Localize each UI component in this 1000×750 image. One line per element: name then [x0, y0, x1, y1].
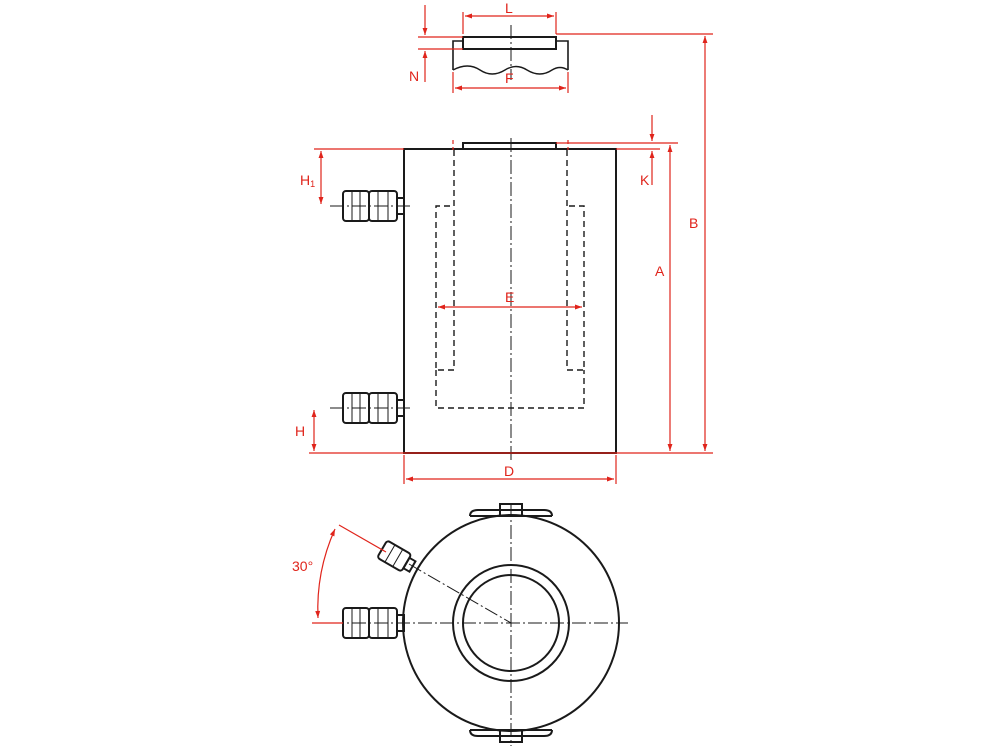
label-B: B: [689, 215, 698, 231]
angle-arc: [315, 528, 336, 619]
plunger-hidden-left: [435, 150, 455, 371]
label-D: D: [504, 463, 514, 479]
label-angle: 30°: [292, 558, 313, 574]
center-lines-side: [330, 25, 512, 462]
label-K: K: [640, 172, 650, 188]
label-L: L: [505, 0, 513, 16]
dimensions-side: [309, 5, 713, 484]
angled-coupler: [377, 540, 417, 574]
label-E: E: [505, 289, 514, 305]
saddle: [462, 36, 557, 50]
label-H1: H1: [300, 172, 315, 189]
label-H: H: [295, 423, 305, 439]
label-F: F: [505, 70, 514, 86]
hidden-lines: [435, 150, 585, 409]
label-A: A: [655, 263, 665, 279]
label-N: N: [409, 68, 419, 84]
angle-dimension: [312, 524, 387, 624]
plunger-break-outline: [452, 40, 569, 70]
center-lines-top: [330, 503, 628, 746]
break-line: [452, 65, 569, 75]
bore-hidden: [435, 370, 585, 409]
plunger-hidden-right: [566, 150, 585, 371]
